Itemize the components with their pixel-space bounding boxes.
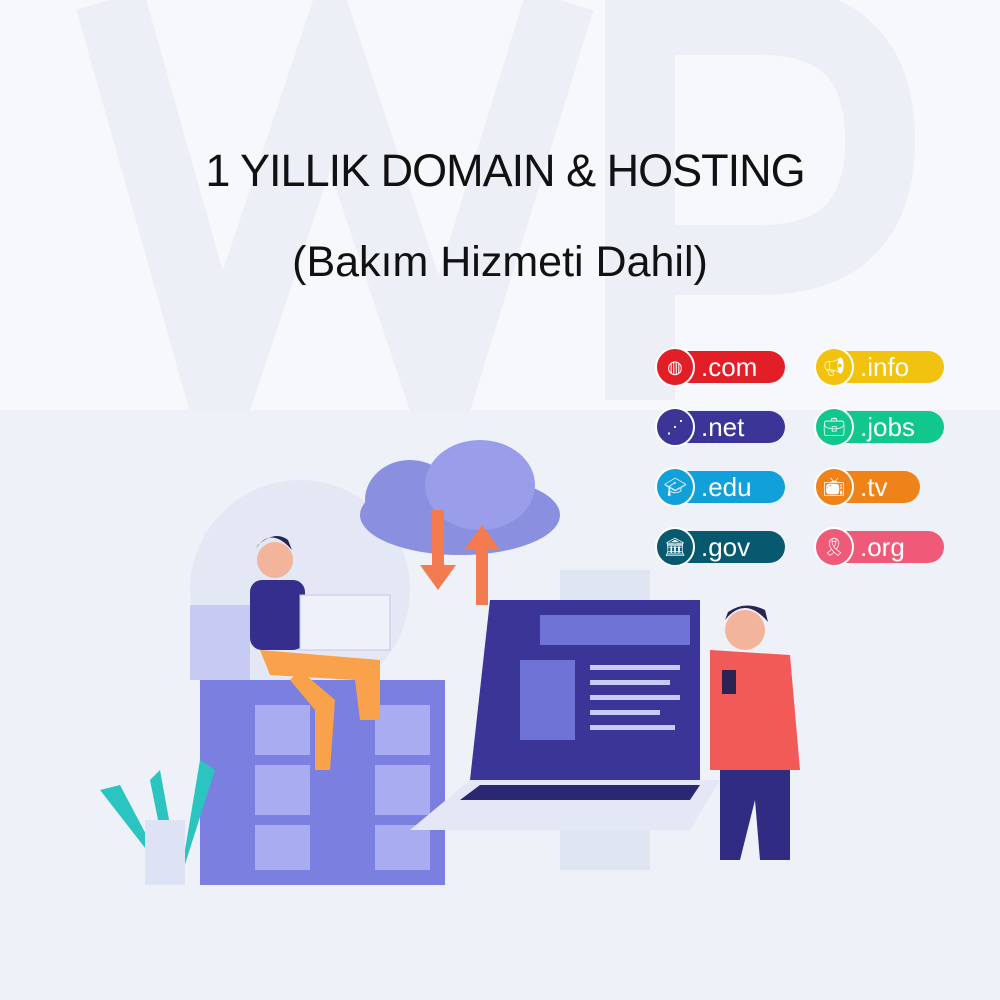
badge-label: .gov [697,531,785,563]
badge-label: .info [856,351,944,383]
government-building-icon: 🏛︎ [655,527,695,567]
badge-label: .edu [697,471,785,503]
page-title: 1 YILLIK DOMAIN & HOSTING [205,145,805,196]
man-with-phone [710,605,800,860]
woman-with-laptop [250,536,391,770]
page-subtitle: (Bakım Hizmeti Dahil) [292,238,708,286]
badge-label: .com [697,351,785,383]
globe-icon: ◍ [655,347,695,387]
badge-label: .jobs [856,411,944,443]
briefcase-icon: 💼︎ [814,407,854,447]
cloud-icon [360,440,560,555]
badge-label: .net [697,411,785,443]
badge-label: .tv [856,471,920,503]
upload-arrow-icon [464,525,500,605]
ribbon-icon: 🎗︎ [814,527,854,567]
graduation-cap-icon: 🎓︎ [655,467,695,507]
megaphone-icon: 📢︎ [814,347,854,387]
download-arrow-icon [420,510,456,590]
laptop [410,600,720,830]
wp-watermark [76,0,916,410]
badge-label: .org [856,531,944,563]
tv-icon: 📺︎ [814,467,854,507]
network-icon: ⋰ [655,407,695,447]
plant [100,760,215,885]
hosting-illustration [100,440,800,885]
